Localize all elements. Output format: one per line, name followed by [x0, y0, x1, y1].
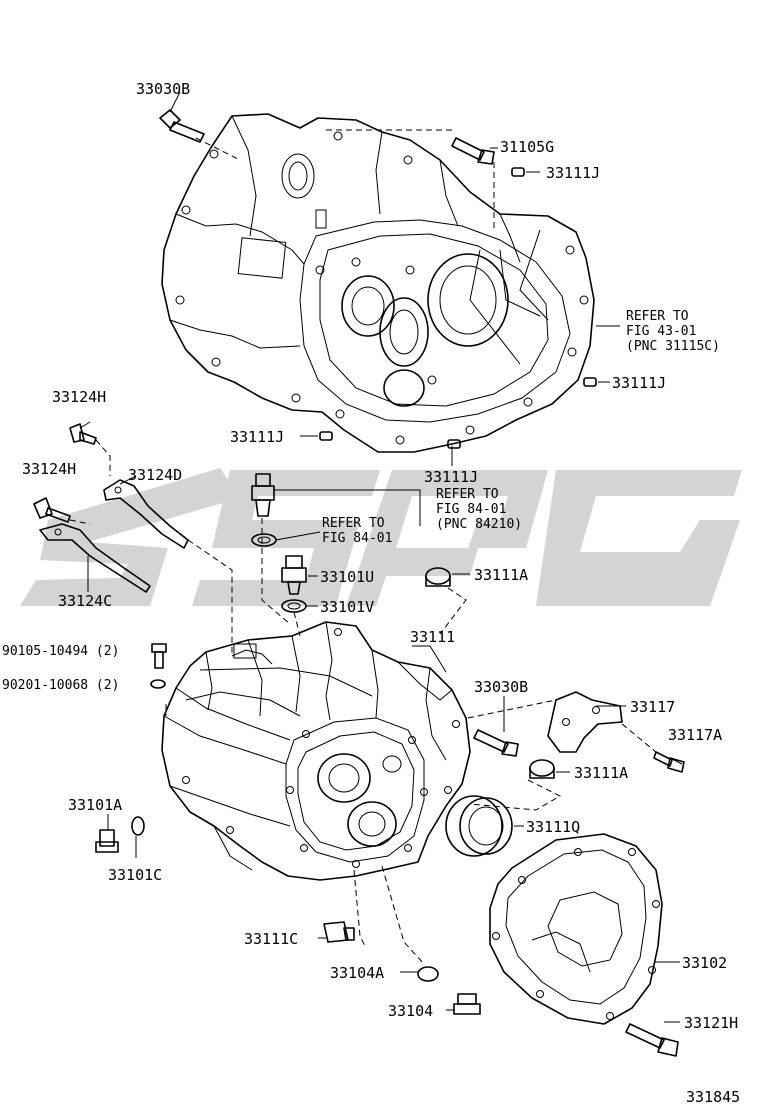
assembly-line-plug-a — [439, 587, 467, 635]
plug-33104-illustration — [453, 993, 481, 1015]
label-33101u: 33101U — [320, 568, 374, 586]
label-90201: 90201-10068 (2) — [2, 678, 119, 693]
label-refer-43-line2: FIG 43-01 — [626, 324, 696, 339]
pin-33111j-d-illustration — [447, 439, 461, 449]
bracket-33117-illustration — [547, 691, 623, 753]
assembly-line-bracket-a — [95, 439, 111, 476]
label-refer-84a-line3: (PNC 84210) — [436, 517, 522, 532]
label-33030b-lower: 33030B — [474, 678, 528, 696]
assembly-line-lower-e — [353, 869, 367, 949]
bolt-90105-illustration — [151, 643, 167, 669]
gasket-33101c-illustration — [131, 816, 145, 836]
label-refer-43-line1: REFER TO — [626, 309, 689, 324]
label-33101a: 33101A — [68, 796, 122, 814]
bracket-33124c-illustration — [39, 523, 151, 593]
upper-transaxle-case-illustration — [161, 113, 595, 453]
label-refer-84a-line2: FIG 84-01 — [436, 502, 506, 517]
bolt-33030b-top-illustration — [159, 109, 205, 143]
plug-33111c-illustration — [323, 921, 355, 943]
bolt-33030b-lower-illustration — [473, 729, 519, 757]
label-refer-84b-line2: FIG 84-01 — [322, 531, 392, 546]
plug-33101a-illustration — [95, 829, 119, 853]
label-33030b-top: 33030B — [136, 80, 190, 98]
label-33121h: 33121H — [684, 1014, 738, 1032]
assembly-line-lower-d — [469, 779, 562, 811]
gasket-33104a-illustration — [417, 966, 439, 982]
oil-seal-33111q-illustration — [445, 795, 513, 857]
assembly-line-sensor-a — [261, 518, 291, 625]
assembly-line-upper-c — [195, 137, 241, 161]
assembly-line-lower-c — [621, 723, 657, 753]
assembly-line-sensor-b — [293, 611, 301, 637]
figure-number: 331845 — [686, 1088, 740, 1106]
plug-33101u-illustration — [281, 555, 307, 595]
label-33117a: 33117A — [668, 726, 722, 744]
label-33111c: 33111C — [244, 930, 298, 948]
label-33111a-top: 33111A — [474, 566, 528, 584]
assembly-line-lower-b — [467, 699, 557, 719]
bolt-33124h-b-illustration — [33, 497, 71, 523]
pin-33111j-b-illustration — [583, 377, 597, 387]
washer-90201-illustration — [150, 679, 166, 689]
label-33124h-a: 33124H — [52, 388, 106, 406]
bracket-33124d-illustration — [103, 479, 189, 549]
label-33111: 33111 — [410, 628, 455, 646]
label-33111j-a: 33111J — [546, 164, 600, 182]
label-33111q: 33111Q — [526, 818, 580, 836]
label-33101c: 33101C — [108, 866, 162, 884]
label-33101v: 33101V — [320, 598, 374, 616]
label-refer-43-line3: (PNC 31115C) — [626, 339, 720, 354]
label-33104: 33104 — [388, 1002, 433, 1020]
label-90105: 90105-10494 (2) — [2, 644, 119, 659]
case-cover-33102-illustration — [489, 833, 663, 1025]
label-33104a: 33104A — [330, 964, 384, 982]
bolt-31105g-illustration — [451, 137, 495, 165]
bolt-33124h-a-illustration — [69, 423, 97, 445]
label-33111j-b: 33111J — [612, 374, 666, 392]
bolt-33117a-illustration — [653, 751, 685, 773]
assembly-line-bracket-b — [187, 539, 233, 656]
label-33124d: 33124D — [128, 466, 182, 484]
assembly-line-lower-f — [381, 865, 425, 965]
leader-lines — [79, 91, 683, 1023]
label-refer-84b-line1: REFER TO — [322, 516, 385, 531]
pin-33111j-a-illustration — [511, 167, 525, 177]
plug-33111a-top-illustration — [425, 567, 451, 587]
label-33102: 33102 — [682, 954, 727, 972]
label-33117: 33117 — [630, 698, 675, 716]
label-33111j-c: 33111J — [230, 428, 284, 446]
bolt-33121h-illustration — [625, 1023, 679, 1057]
plug-33111a-lower-illustration — [529, 759, 555, 779]
pin-33111j-c-illustration — [319, 431, 333, 441]
lower-transaxle-case-illustration — [161, 621, 471, 881]
label-31105g: 31105G — [500, 138, 554, 156]
label-33124h-b: 33124H — [22, 460, 76, 478]
label-refer-84a-line1: REFER TO — [436, 487, 499, 502]
sensor-switch-84210-illustration — [251, 473, 275, 517]
label-33111j-d: 33111J — [424, 468, 478, 486]
assembly-line-bracket-c — [69, 519, 91, 525]
label-33124c: 33124C — [58, 592, 112, 610]
label-33111a-lower: 33111A — [574, 764, 628, 782]
